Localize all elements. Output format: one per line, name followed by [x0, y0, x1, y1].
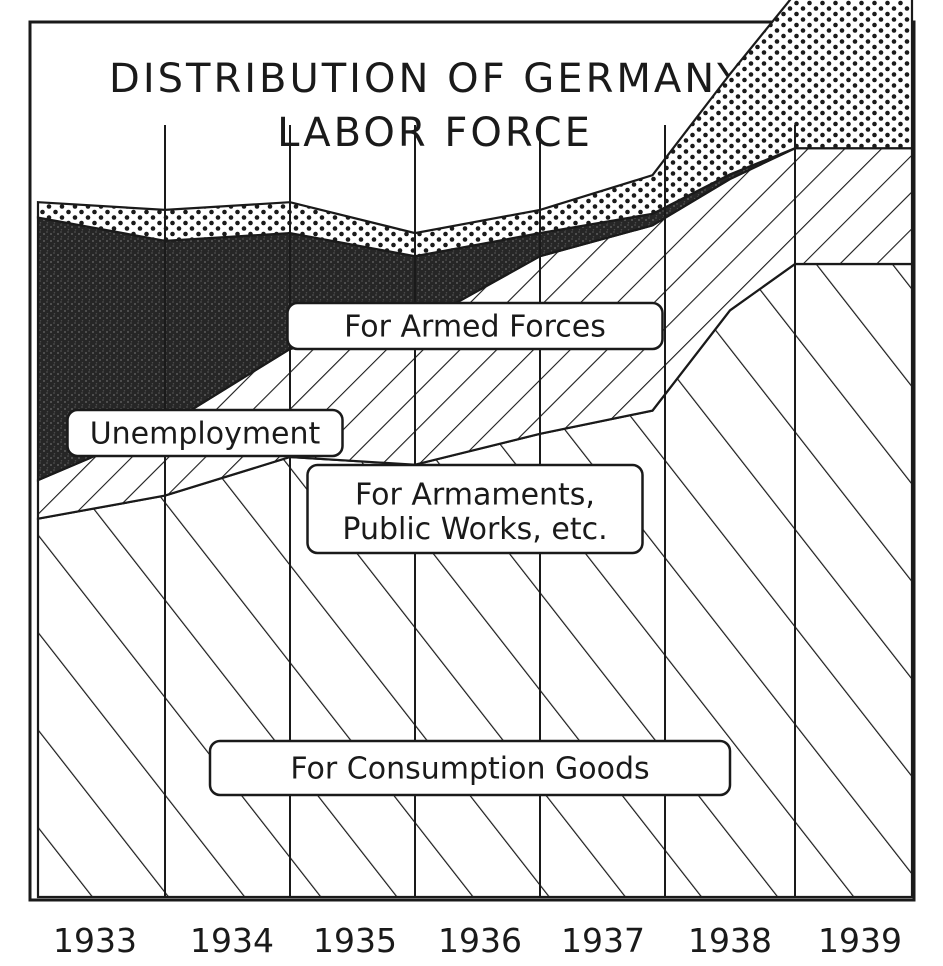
series-labels: For Consumption Goods For Armaments,Publi… [66, 301, 732, 797]
chart-title: DISTRIBUTION OF GERMANY'S LABOR FORCE [109, 56, 787, 156]
x-tick-1935: 1935 [313, 921, 397, 960]
label-box-for-armed-forces [286, 301, 664, 351]
x-tick-1938: 1938 [688, 921, 772, 960]
title-line-1: DISTRIBUTION OF GERMANY'S [109, 56, 787, 102]
x-axis-ticks: 1933 1934 1935 1936 1937 1938 1939 [53, 921, 902, 960]
label-box-for-armaments-public-works-etc [306, 463, 644, 555]
label-text-for-consumption-goods: For Consumption Goods [290, 752, 649, 787]
x-tick-1934: 1934 [190, 921, 274, 960]
label-unemployment: Unemployment [66, 408, 344, 458]
label-box-unemployment [66, 408, 344, 458]
x-tick-1933: 1933 [53, 921, 137, 960]
x-tick-1936: 1936 [438, 921, 522, 960]
label-for-consumption-goods: For Consumption Goods [208, 739, 732, 797]
label-text-for-armed-forces: For Armed Forces [344, 310, 606, 345]
title-line-2: LABOR FORCE [277, 110, 593, 156]
label-text-unemployment: Unemployment [90, 417, 321, 452]
x-tick-1939: 1939 [818, 921, 902, 960]
x-tick-1937: 1937 [561, 921, 645, 960]
label-for-armed-forces: For Armed Forces [286, 301, 664, 351]
label-for-armaments-public-works-etc: For Armaments,Public Works, etc. [306, 463, 644, 555]
label-text-for-armaments-public-works-etc: For Armaments,Public Works, etc. [342, 478, 607, 548]
label-box-for-consumption-goods [208, 739, 732, 797]
